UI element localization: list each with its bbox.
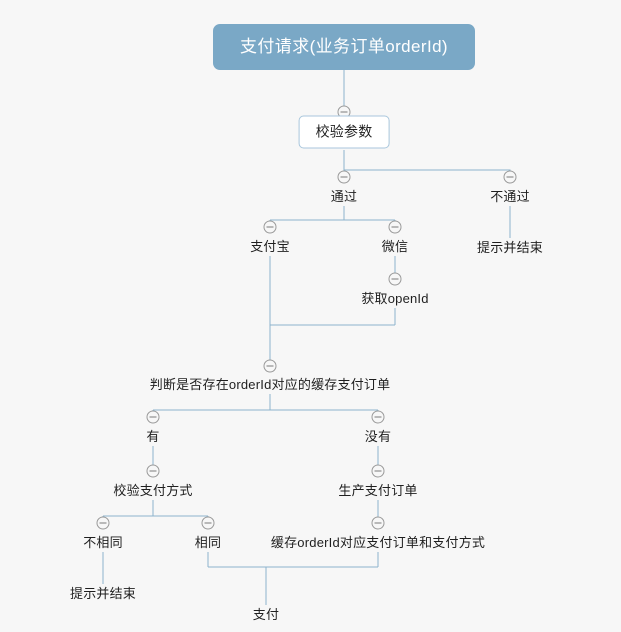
edge-branch-bar-to-children	[344, 169, 511, 177]
collapse-minus-icon-check-cache[interactable]	[263, 359, 277, 373]
collapse-minus-icon-same[interactable]	[201, 516, 215, 530]
node-validate[interactable]: 校验参数	[298, 115, 390, 149]
collapse-minus-icon-none[interactable]	[371, 410, 385, 424]
node-check-pay[interactable]: 校验支付方式	[113, 483, 193, 498]
collapse-minus-icon-differ[interactable]	[96, 516, 110, 530]
collapse-minus-icon-fail[interactable]	[503, 170, 517, 184]
collapse-minus-icon-alipay[interactable]	[263, 220, 277, 234]
collapse-minus-icon-cache-order[interactable]	[371, 516, 385, 530]
collapse-minus-icon-check-pay[interactable]	[146, 464, 160, 478]
node-openid[interactable]: 获取openId	[361, 291, 429, 306]
node-cache-order[interactable]: 缓存orderId对应支付订单和支付方式	[270, 535, 486, 550]
collapse-minus-icon-gen-order[interactable]	[371, 464, 385, 478]
node-alipay[interactable]: 支付宝	[250, 239, 290, 254]
collapse-minus-icon-wechat[interactable]	[388, 220, 402, 234]
node-fail[interactable]: 不通过	[490, 189, 530, 204]
node-wechat[interactable]: 微信	[381, 239, 409, 254]
node-check-cache[interactable]: 判断是否存在orderId对应的缓存支付订单	[149, 377, 391, 392]
node-pass[interactable]: 通过	[330, 189, 358, 204]
node-differ[interactable]: 不相同	[83, 535, 123, 550]
collapse-minus-icon-pass[interactable]	[337, 170, 351, 184]
collapse-minus-icon-has[interactable]	[146, 410, 160, 424]
node-same[interactable]: 相同	[194, 535, 222, 550]
node-differ-end[interactable]: 提示并结束	[69, 586, 137, 601]
node-none[interactable]: 没有	[364, 429, 392, 444]
node-pay[interactable]: 支付	[252, 607, 280, 622]
node-fail-end[interactable]: 提示并结束	[476, 240, 544, 255]
collapse-minus-icon-openid[interactable]	[388, 272, 402, 286]
node-root[interactable]: 支付请求(业务订单orderId)	[213, 24, 475, 70]
node-gen-order[interactable]: 生产支付订单	[338, 483, 418, 498]
node-has[interactable]: 有	[146, 429, 160, 444]
